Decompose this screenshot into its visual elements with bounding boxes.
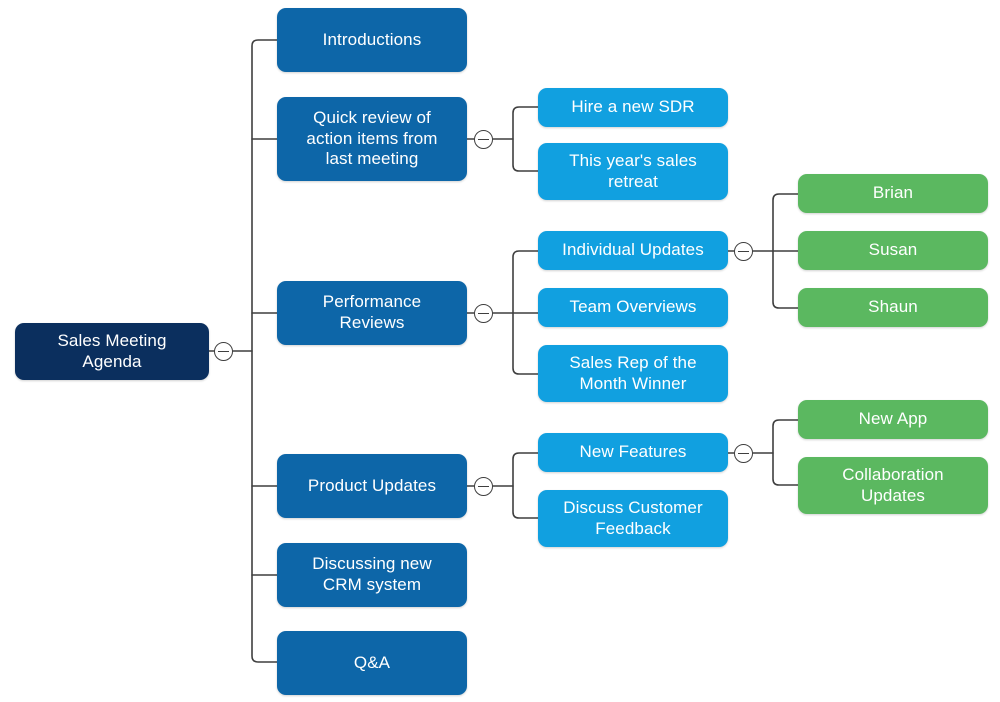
node-label: Discuss Customer Feedback (563, 497, 703, 538)
node-collaboration-updates[interactable]: Collaboration Updates (798, 457, 988, 514)
node-this-years-sales-retreat[interactable]: This year's sales retreat (538, 143, 728, 200)
node-brian[interactable]: Brian (798, 174, 988, 213)
node-label: Sales Meeting Agenda (57, 330, 167, 371)
node-label: Quick review of action items from last m… (306, 107, 438, 169)
node-sales-meeting-agenda[interactable]: Sales Meeting Agenda (15, 323, 209, 380)
node-label: Brian (872, 183, 914, 203)
node-label: New Features (579, 442, 687, 462)
node-label: Collaboration Updates (842, 464, 944, 505)
node-discuss-customer-feedback[interactable]: Discuss Customer Feedback (538, 490, 728, 547)
node-label: Q&A (353, 652, 391, 672)
node-label: Product Updates (307, 475, 437, 495)
toggle-quick-review[interactable] (474, 130, 493, 149)
node-quick-review[interactable]: Quick review of action items from last m… (277, 97, 467, 181)
node-label: Susan (868, 240, 918, 260)
wire-spine-main (251, 39, 278, 663)
wire-individual-spine (772, 193, 799, 309)
node-discussing-new-crm-system[interactable]: Discussing new CRM system (277, 543, 467, 607)
wire-features-spine (772, 419, 799, 486)
node-sales-rep-of-the-month-winner[interactable]: Sales Rep of the Month Winner (538, 345, 728, 402)
node-introductions[interactable]: Introductions (277, 8, 467, 72)
wire-product-spine (512, 452, 539, 519)
toggle-new-features[interactable] (734, 444, 753, 463)
node-hire-a-new-sdr[interactable]: Hire a new SDR (538, 88, 728, 127)
node-label: Sales Rep of the Month Winner (569, 352, 697, 393)
node-label: Shaun (868, 297, 918, 317)
node-performance-reviews[interactable]: Performance Reviews (277, 281, 467, 345)
node-label: New App (858, 409, 928, 429)
node-new-app[interactable]: New App (798, 400, 988, 439)
node-label: This year's sales retreat (569, 150, 697, 191)
node-label: Discussing new CRM system (312, 554, 432, 594)
node-label: Hire a new SDR (571, 97, 695, 117)
node-label: Performance Reviews (322, 292, 422, 332)
node-shaun[interactable]: Shaun (798, 288, 988, 327)
toggle-product-updates[interactable] (474, 477, 493, 496)
wire-quickreview-spine (512, 106, 539, 172)
toggle-root[interactable] (214, 342, 233, 361)
toggle-performance-reviews[interactable] (474, 304, 493, 323)
node-label: Team Overviews (569, 297, 697, 317)
node-product-updates[interactable]: Product Updates (277, 454, 467, 518)
node-label: Individual Updates (562, 240, 704, 260)
node-individual-updates[interactable]: Individual Updates (538, 231, 728, 270)
toggle-individual-updates[interactable] (734, 242, 753, 261)
node-team-overviews[interactable]: Team Overviews (538, 288, 728, 327)
wire-performance-spine (512, 250, 539, 375)
node-qa[interactable]: Q&A (277, 631, 467, 695)
node-susan[interactable]: Susan (798, 231, 988, 270)
node-new-features[interactable]: New Features (538, 433, 728, 472)
node-label: Introductions (322, 29, 422, 49)
